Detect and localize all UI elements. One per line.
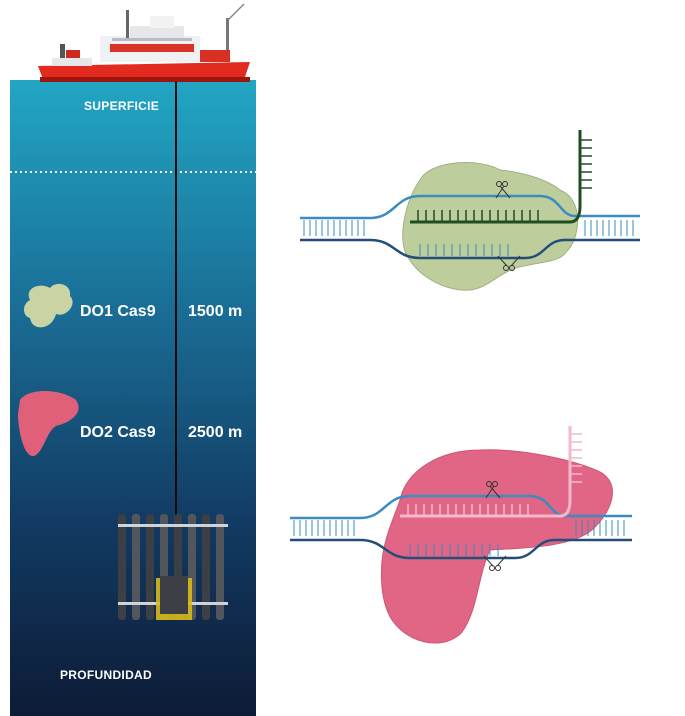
do1-guide-rungs: [417, 139, 592, 222]
do2-dna-top-strand: [290, 494, 632, 520]
do1-scissors-top-icon: [495, 181, 511, 199]
do2-scissors-top-icon: [485, 481, 501, 499]
do2-cas9-icon: [18, 391, 79, 457]
do2-sample-depth: 2500 m: [188, 424, 243, 441]
do2-guide-rna: [400, 426, 572, 518]
do1-guide-rna: [410, 130, 582, 224]
crispr-diagram-do2: [290, 426, 632, 644]
do1-scissors-bottom-icon: [497, 255, 521, 271]
do2-dna-bottom-strand: [290, 538, 632, 560]
do2-sample-name: DO2 Cas9: [80, 424, 156, 441]
research-ship: [38, 3, 250, 82]
do1-dna-rungs: [303, 220, 634, 256]
do1-dna-bottom-strand: [300, 238, 640, 260]
do1-protein: [402, 162, 579, 291]
do1-cas9-icon: [24, 283, 73, 328]
crispr-diagram-do1: [300, 130, 640, 291]
do1-sample-depth: 1500 m: [188, 303, 243, 320]
do1-dna-top-strand: [300, 194, 640, 220]
do2-dna-rungs: [293, 520, 625, 556]
do1-sample-name: DO1 Cas9: [80, 303, 156, 320]
surface-label: SUPERFICIE: [84, 99, 160, 113]
do2-scissors-bottom-icon: [483, 555, 507, 571]
do2-guide-rungs: [407, 433, 582, 516]
depth-label: PROFUNDIDAD: [60, 668, 152, 682]
do2-protein: [380, 449, 613, 644]
sampling-rosette: [118, 514, 228, 620]
